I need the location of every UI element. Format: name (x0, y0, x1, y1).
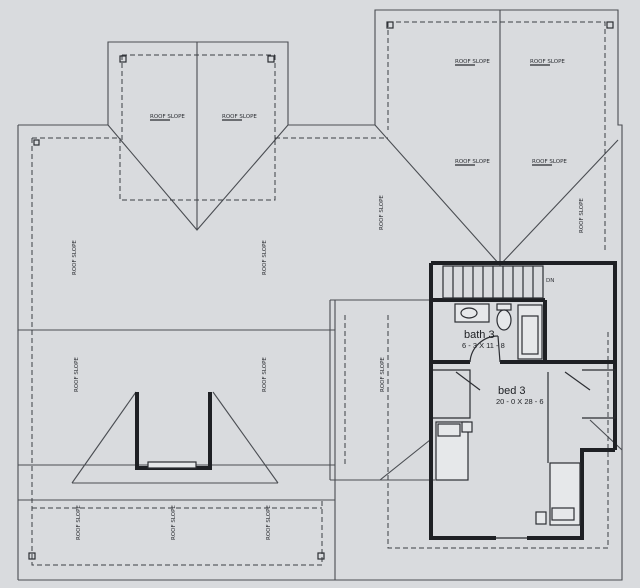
roof-slope-label: ROOF SLOPE (72, 240, 78, 275)
roof-slope-label: ROOF SLOPE (532, 159, 567, 165)
roof-slope-label: ROOF SLOPE (262, 357, 268, 392)
stairs: DN (442, 265, 554, 299)
roof-slope-label: ROOF SLOPE (262, 240, 268, 275)
upper-floor (429, 261, 617, 540)
bedroom-furniture (435, 372, 581, 526)
roof-slope-label: ROOF SLOPE (379, 195, 385, 230)
exterior-wall-dashes (31, 21, 609, 566)
room-labels: bath 3 6 - 3 X 11 - 8 bed 3 20 - 0 X 28 … (462, 329, 544, 406)
roof-slope-label: ROOF SLOPE (74, 357, 80, 392)
corner-markers (28, 21, 614, 560)
roof-slope-labels-vertical: ROOF SLOPE ROOF SLOPE ROOF SLOPE ROOF SL… (72, 195, 585, 540)
roof-slope-label: ROOF SLOPE (222, 114, 257, 120)
roof-slope-label: ROOF SLOPE (76, 505, 82, 540)
roof-slope-label: ROOF SLOPE (455, 159, 490, 165)
dormer-walls (135, 392, 212, 470)
roof-outline (17, 9, 623, 581)
room-dims-bath: 6 - 3 X 11 - 8 (462, 341, 505, 350)
roof-slope-label: ROOF SLOPE (579, 198, 585, 233)
roof-slope-label: ROOF SLOPE (380, 357, 386, 392)
bath-fixtures (454, 303, 543, 360)
room-name-bath: bath 3 (464, 329, 495, 341)
room-dims-bed: 20 - 0 X 28 - 6 (496, 397, 544, 406)
roof-slope-label: ROOF SLOPE (266, 505, 272, 540)
roof-slope-labels-horizontal: ROOF SLOPE ROOF SLOPE ROOF SLOPE ROOF SL… (150, 59, 567, 166)
stair-direction-label: DN (546, 278, 554, 284)
roof-slope-label: ROOF SLOPE (530, 59, 565, 65)
roof-ridges (71, 10, 623, 484)
roof-slope-label: ROOF SLOPE (150, 114, 185, 120)
roof-slope-label: ROOF SLOPE (171, 505, 177, 540)
roof-slope-label: ROOF SLOPE (455, 59, 490, 65)
room-name-bed: bed 3 (498, 385, 526, 397)
